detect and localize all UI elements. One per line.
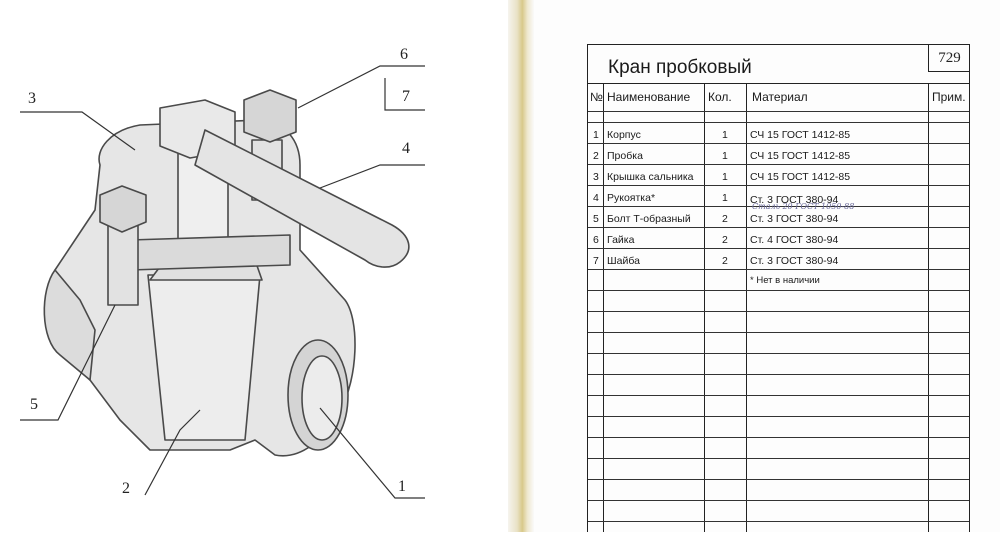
handle: [194, 129, 410, 268]
valve-drawing: [20, 65, 425, 499]
header-note: Прим.: [932, 90, 966, 104]
row-4-name: Рукоятка*: [607, 192, 656, 204]
row-2-qty: 1: [722, 150, 728, 162]
plug: [147, 274, 261, 441]
row-5-no: 5: [593, 213, 599, 225]
title-row: Кран пробковый 729: [588, 45, 970, 84]
row-7-material: Ст. 3 ГОСТ 380-94: [750, 255, 839, 267]
nut-left: [99, 185, 147, 233]
callout-5: 5: [30, 396, 38, 413]
parts-table: Кран пробковый 729 № Наименование Кол. М…: [587, 44, 970, 532]
row-4-material: Ст. 3 ГОСТ 380-94: [750, 194, 839, 206]
row-6-name: Гайка: [607, 234, 635, 246]
callout-4: 4: [402, 140, 410, 157]
drawing-page: 6 7 3 4 5 1 2: [20, 46, 425, 499]
table-title: Кран пробковый: [608, 57, 752, 78]
bolt-left: [107, 224, 139, 306]
row-3-material: СЧ 15 ГОСТ 1412-85: [750, 171, 851, 183]
row-5-qty: 2: [722, 213, 728, 225]
callout-2: 2: [122, 480, 130, 497]
gland-cover: [129, 234, 291, 271]
row-4-qty: 1: [722, 192, 728, 204]
col-divider: [928, 83, 929, 532]
row-3-qty: 1: [722, 171, 728, 183]
row-2-no: 2: [593, 150, 599, 162]
row-1-qty: 1: [722, 129, 728, 141]
row-7-no: 7: [593, 255, 599, 267]
sheet-number: 729: [928, 45, 970, 72]
callout-1: 1: [398, 478, 406, 495]
header-qty: Кол.: [708, 90, 732, 104]
row-6-material: Ст. 4 ГОСТ 380-94: [750, 234, 839, 246]
row-1-material: СЧ 15 ГОСТ 1412-85: [750, 129, 851, 141]
book-spine: [508, 0, 534, 532]
row-1-name: Корпус: [607, 129, 641, 141]
row-2-material: СЧ 15 ГОСТ 1412-85: [750, 150, 851, 162]
row-1-no: 1: [593, 129, 599, 141]
row-6-no: 6: [593, 234, 599, 246]
row-3-no: 3: [593, 171, 599, 183]
table-page: [534, 0, 1000, 532]
col-divider: [746, 83, 747, 532]
row-4-no: 4: [593, 192, 599, 204]
nut-right: [243, 89, 297, 143]
header-no: №: [590, 90, 603, 104]
row-5-material: Ст. 3 ГОСТ 380-94: [750, 213, 839, 225]
callout-6: 6: [400, 46, 408, 63]
footnote: * Нет в наличии: [750, 275, 820, 286]
left-flange: [43, 269, 96, 381]
callout-7: 7: [402, 88, 410, 105]
row-6-qty: 2: [722, 234, 728, 246]
col-divider: [603, 83, 604, 532]
header-name: Наименование: [607, 90, 691, 104]
handwritten-note: Сталь 20 ГОСТ 1050-88: [752, 202, 855, 211]
row-5-name: Болт Т-образный: [607, 213, 691, 225]
callout-3: 3: [28, 90, 36, 107]
row-7-name: Шайба: [607, 255, 640, 267]
row-7-qty: 2: [722, 255, 728, 267]
row-2-name: Пробка: [607, 150, 643, 162]
outlet-bore: [301, 355, 343, 441]
row-3-name: Крышка сальника: [607, 171, 694, 183]
header-material: Материал: [752, 90, 808, 104]
col-divider: [704, 83, 705, 532]
